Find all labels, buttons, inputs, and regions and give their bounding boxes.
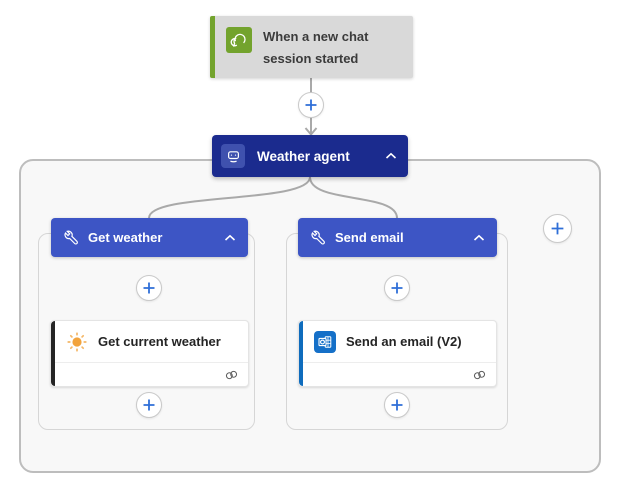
connector-accent-bar xyxy=(51,321,55,386)
outlook-icon xyxy=(314,330,336,353)
action-card-send-an-email[interactable]: Send an email (V2) xyxy=(298,320,497,387)
sun-weather-icon xyxy=(67,331,87,352)
branch-header-send-email[interactable]: Send email xyxy=(298,218,497,257)
chevron-up-icon[interactable] xyxy=(385,152,397,160)
insert-step-button-branch2[interactable] xyxy=(384,275,410,301)
insert-step-button-branch1[interactable] xyxy=(136,275,162,301)
chevron-up-icon[interactable] xyxy=(473,234,485,242)
agent-title: Weather agent xyxy=(257,148,350,164)
add-action-button-branch1[interactable] xyxy=(136,392,162,418)
connection-rings-icon[interactable] xyxy=(472,369,487,381)
chat-bubbles-icon xyxy=(226,27,252,53)
connection-rings-icon[interactable] xyxy=(224,369,239,381)
bot-icon xyxy=(221,144,245,168)
connector-accent-bar xyxy=(299,321,303,386)
action-title: Send an email (V2) xyxy=(346,334,462,349)
chevron-up-icon[interactable] xyxy=(224,234,236,242)
action-card-get-current-weather[interactable]: Get current weather xyxy=(50,320,249,387)
wrench-icon xyxy=(310,230,326,246)
add-action-button-branch2[interactable] xyxy=(384,392,410,418)
plus-icon xyxy=(551,222,564,235)
action-title: Get current weather xyxy=(98,334,221,349)
arrowhead-agent xyxy=(304,127,318,137)
plus-icon xyxy=(143,282,155,294)
plus-icon xyxy=(305,99,317,111)
branch-header-get-weather[interactable]: Get weather xyxy=(51,218,248,257)
wrench-icon xyxy=(63,230,79,246)
plus-icon xyxy=(391,399,403,411)
trigger-title: When a new chat session started xyxy=(263,29,369,66)
add-branch-button[interactable] xyxy=(543,214,572,243)
branch-title: Get weather xyxy=(88,230,163,245)
insert-step-button-top[interactable] xyxy=(298,92,324,118)
branch-title: Send email xyxy=(335,230,404,245)
agent-node[interactable]: Weather agent xyxy=(212,135,408,177)
plus-icon xyxy=(391,282,403,294)
plus-icon xyxy=(143,399,155,411)
trigger-node[interactable]: When a new chat session started xyxy=(210,16,413,78)
